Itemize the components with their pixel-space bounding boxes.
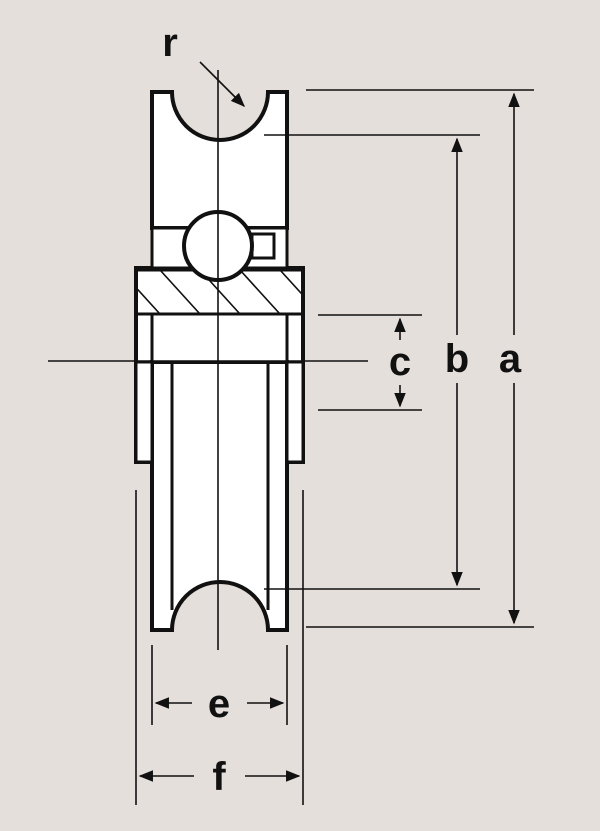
bearing-cage	[250, 232, 276, 260]
label-b: b	[445, 337, 469, 381]
dimension-a: a	[306, 89, 534, 628]
wheel-body	[134, 90, 305, 632]
label-r: r	[162, 21, 178, 65]
dimension-f: f	[135, 490, 304, 805]
r-leader	[199, 61, 246, 108]
label-c: c	[389, 340, 411, 384]
dimension-b: b	[264, 134, 480, 590]
dimension-e: e	[151, 645, 288, 726]
label-f: f	[212, 755, 226, 799]
label-a: a	[499, 337, 522, 381]
label-e: e	[208, 682, 230, 726]
dimension-c: c	[318, 314, 422, 411]
